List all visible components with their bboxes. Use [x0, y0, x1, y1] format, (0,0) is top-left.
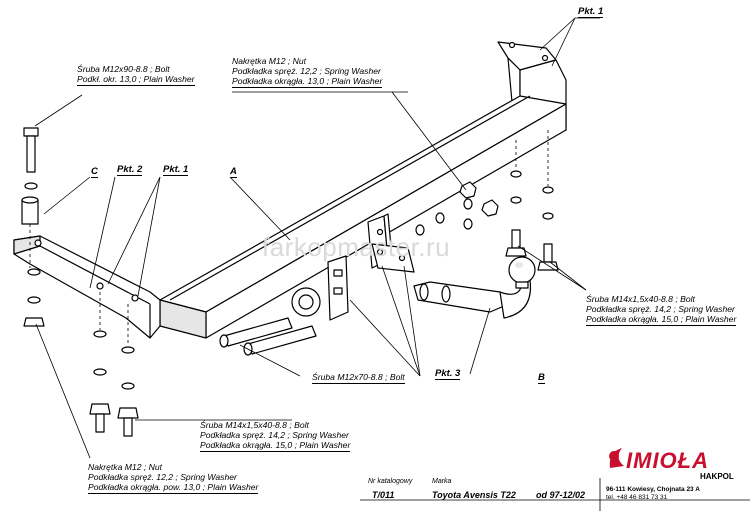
label-b: B [538, 372, 545, 384]
vehicle-model: Toyota Avensis T22 [432, 490, 516, 500]
mid-bolt-stack [89, 330, 139, 437]
label-pkt3: Pkt. 3 [435, 368, 461, 380]
callout-nut-bottom: Nakrętka M12 ; Nut Podkładka spręż. 12,2… [88, 462, 259, 494]
right-bolt-stack [505, 170, 559, 271]
company-sub: HAKPOL [700, 472, 734, 481]
brand-label: Marka [432, 478, 452, 485]
production-date: od 97-12/02 [536, 490, 586, 500]
footer-frame [360, 478, 750, 511]
ball-neck [413, 256, 536, 319]
callout-bolt-m14-right: Śruba M14x1,5x40-8.8 ; Bolt Podkładka sp… [586, 294, 737, 326]
company-phone: tel. +48 46 831 73 31 [606, 494, 668, 501]
label-pkt2: Pkt. 2 [117, 164, 143, 176]
center-nut-stack [415, 181, 499, 236]
company-name: IMIOŁA [626, 448, 709, 473]
label-a: A [230, 166, 237, 178]
callout-bolt-m14-bottom: Śruba M14x1,5x40-8.8 ; Bolt Podkładka sp… [200, 420, 351, 452]
label-pkt1-top: Pkt. 1 [578, 6, 604, 18]
leader-lines [29, 17, 600, 459]
catalog-label: Nr katalogowy [368, 478, 413, 485]
tow-ball-bracket [367, 213, 415, 273]
catalog-value: T/011 [372, 490, 395, 500]
callout-bolt-m12x70: Śruba M12x70-8.8 ; Bolt [312, 372, 405, 384]
bolts-m12x70 [219, 317, 317, 356]
callout-nut-top: Nakrętka M12 ; Nut Podkładka spręż. 12,2… [232, 56, 383, 88]
left-nut-stack [23, 268, 45, 327]
watermark: farkopmaster.ru [262, 232, 451, 262]
label-pkt1-left: Pkt. 1 [163, 164, 189, 176]
electrical-socket-plate [291, 255, 349, 321]
callout-bolt-m12x90: Śruba M12x90-8.8 ; Bolt Podkł. okr. 13,0… [77, 64, 195, 86]
bolt-m12x90 [21, 127, 39, 225]
label-c: C [91, 166, 98, 178]
company-address: 96-111 Kowiesy, Chojnata 23 A [606, 486, 700, 493]
company-logo-icon [609, 448, 624, 468]
